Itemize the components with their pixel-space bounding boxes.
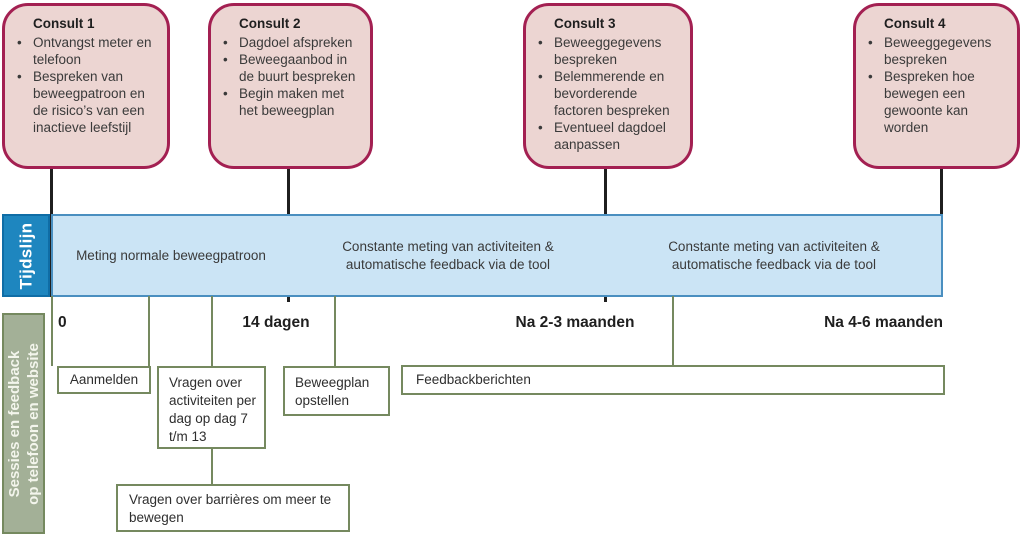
bullet-icon: [17, 68, 33, 136]
action-box-feedbackberichten: Feedbackberichten: [401, 365, 945, 395]
action-connector-line: [51, 296, 53, 366]
action-box-vragen-activiteiten: Vragen over activiteiten per dag op dag …: [157, 366, 266, 449]
consult-bullet: Bespreken van beweegpatroon en de risico…: [5, 68, 167, 136]
milestone-0: 0: [58, 314, 67, 331]
consult-bullet: Ontvangst meter en telefoon: [5, 34, 167, 68]
action-box-beweegplan: Beweegplan opstellen: [283, 366, 390, 416]
action-connector-line: [211, 296, 213, 366]
consult-3-bullet-list: Beweeggegevens bespreken Belemmerende en…: [526, 34, 690, 153]
consult-4-box: Consult 4 Beweeggegevens bespreken Bespr…: [853, 3, 1020, 169]
sidebar-label-box: Sessies en feedback op telefoon en websi…: [2, 313, 45, 534]
bullet-icon: [538, 68, 554, 119]
bullet-icon: [868, 68, 884, 136]
consult-bullet: Eventueel dagdoel aanpassen: [526, 119, 690, 153]
band-segment-2: Constante meting van activiteiten & auto…: [342, 238, 554, 272]
consult-bullet: Beweeggegevens bespreken: [526, 34, 690, 68]
consult-3-box: Consult 3 Beweeggegevens bespreken Belem…: [523, 3, 693, 169]
timeline-band-label: Tijdslijn: [16, 222, 35, 289]
milestone-2-3-maanden: Na 2-3 maanden: [515, 314, 635, 331]
bullet-icon: [223, 34, 239, 51]
milestone-14-dagen: 14 dagen: [242, 314, 310, 331]
timeline-band-label-box: Tijdslijn: [2, 214, 50, 297]
consult-1-title: Consult 1: [33, 16, 95, 31]
consult-bullet: Dagdoel afspreken: [211, 34, 370, 51]
consult-1-box: Consult 1 Ontvangst meter en telefoon Be…: [2, 3, 170, 169]
consult-bullet: Begin maken met het beweegplan: [211, 85, 370, 119]
consult-bullet: Beweeggegevens bespreken: [856, 34, 1017, 68]
consult-2-bullet-list: Dagdoel afspreken Beweegaanbod in de buu…: [211, 34, 370, 119]
band-segment-3: Constante meting van activiteiten & auto…: [668, 238, 880, 272]
action-box-vragen-barrieres: Vragen over barrières om meer te bewegen: [116, 484, 350, 532]
consult-bullet: Bespreken hoe bewegen een gewoonte kan w…: [856, 68, 1017, 136]
action-connector-line: [211, 447, 213, 485]
action-connector-line: [672, 296, 674, 365]
bullet-icon: [17, 34, 33, 68]
action-connector-line: [334, 296, 336, 366]
consult-1-bullet-list: Ontvangst meter en telefoon Bespreken va…: [5, 34, 167, 136]
band-segment-1: Meting normale beweegpatroon: [76, 247, 266, 263]
timeline-band: Meting normale beweegpatroon Constante m…: [51, 214, 943, 297]
bullet-icon: [223, 85, 239, 119]
action-connector-line: [148, 296, 150, 366]
bullet-icon: [223, 51, 239, 85]
consult-2-box: Consult 2 Dagdoel afspreken Beweegaanbod…: [208, 3, 373, 169]
bullet-icon: [538, 119, 554, 153]
consult-bullet: Beweegaanbod in de buurt bespreken: [211, 51, 370, 85]
sidebar-label: Sessies en feedback op telefoon en websi…: [5, 342, 42, 505]
bullet-icon: [868, 34, 884, 68]
consult-4-bullet-list: Beweeggegevens bespreken Bespreken hoe b…: [856, 34, 1017, 136]
consult-4-title: Consult 4: [884, 16, 946, 31]
consult-2-title: Consult 2: [239, 16, 301, 31]
bullet-icon: [538, 34, 554, 68]
consult-3-title: Consult 3: [554, 16, 616, 31]
consult-bullet: Belemmerende en bevorderende factoren be…: [526, 68, 690, 119]
milestone-4-6-maanden: Na 4-6 maanden: [824, 314, 943, 331]
action-box-aanmelden: Aanmelden: [57, 366, 151, 394]
